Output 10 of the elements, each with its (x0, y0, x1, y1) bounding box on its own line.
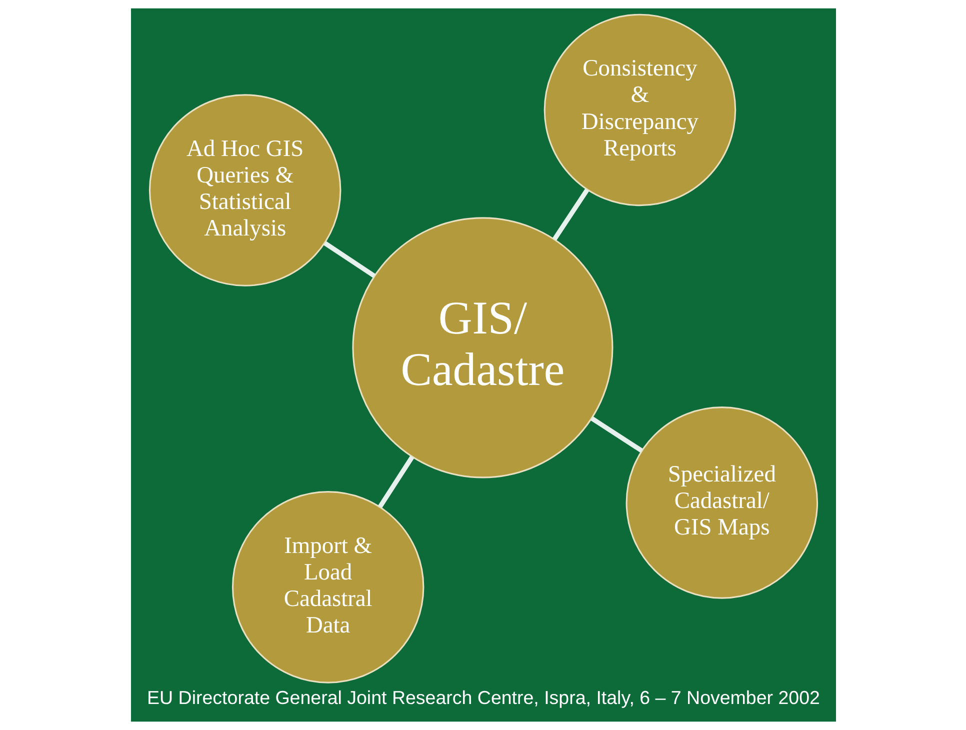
connector (323, 241, 376, 278)
connector (378, 456, 414, 508)
connector (552, 188, 589, 241)
node-circle: Import & Load Cadastral Data (231, 491, 424, 684)
node-circle: Ad Hoc GIS Queries & Statistical Analysis (148, 94, 341, 286)
node-circle: Specialized Cadastral/ GIS Maps (625, 406, 818, 599)
caption: EU Directorate General Joint Research Centre, Ispra, Italy, 6 – 7 November 2002 (146, 686, 820, 708)
node-circle: GIS/ Cadastre (352, 217, 613, 478)
connector (590, 416, 642, 453)
node-circle: Consistency & Discrepancy Reports (543, 14, 736, 206)
